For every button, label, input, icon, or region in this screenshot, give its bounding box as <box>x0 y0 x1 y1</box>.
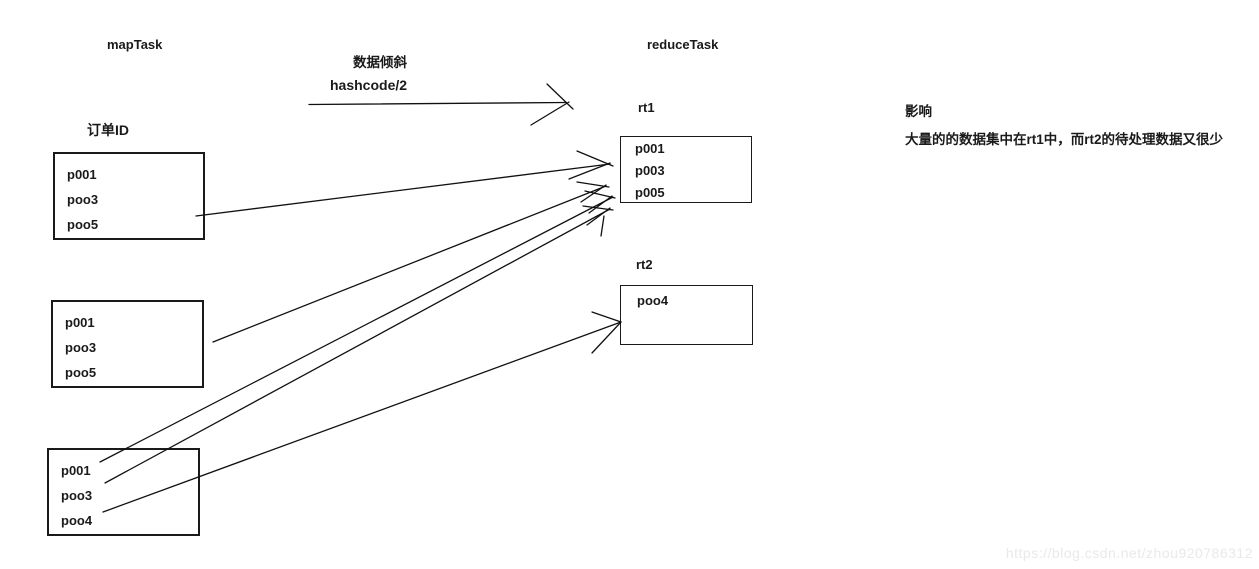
stray-stroke <box>600 215 605 237</box>
map-box-1-item: p001 <box>67 167 97 182</box>
map-task-title: mapTask <box>107 37 163 52</box>
rt2-box: poo4 <box>620 285 753 345</box>
map-box-1-item: poo5 <box>67 217 99 232</box>
rt2-item: poo4 <box>637 293 669 308</box>
arrow-map1-to-rt1 <box>195 150 614 217</box>
map-box-3: p001 poo3 poo4 <box>47 448 200 536</box>
arrow-map2-to-rt1 <box>212 181 610 343</box>
data-skew-label: 数据倾斜 <box>353 55 407 70</box>
rt1-item: p005 <box>635 185 665 200</box>
map-box-3-item: poo3 <box>61 488 93 503</box>
rt2-label: rt2 <box>636 257 653 272</box>
map-box-3-item: p001 <box>61 463 91 478</box>
map-box-2-item: poo3 <box>65 340 97 355</box>
rt1-item: p001 <box>635 141 665 156</box>
map-box-2-item: p001 <box>65 315 95 330</box>
rt1-item: p003 <box>635 163 665 178</box>
hashcode-label: hashcode/2 <box>330 77 408 93</box>
map-box-2-item: poo5 <box>65 365 97 380</box>
reduce-task-title: reduceTask <box>647 37 719 52</box>
impact-text: 大量的的数据集中在rt1中，而rt2的待处理数据又很少 <box>905 132 1224 147</box>
rt1-label: rt1 <box>638 100 655 115</box>
map-box-1: p001 poo3 poo5 <box>53 152 205 240</box>
map-box-2: p001 poo3 poo5 <box>51 300 204 388</box>
map-box-1-item: poo3 <box>67 192 99 207</box>
impact-title: 影响 <box>905 104 932 119</box>
rt1-box: p001 p003 p005 <box>620 136 752 203</box>
order-id-label: 订单ID <box>87 122 129 138</box>
map-box-3-item: poo4 <box>61 513 93 528</box>
watermark: https://blog.csdn.net/zhou920786312 <box>1005 545 1253 561</box>
